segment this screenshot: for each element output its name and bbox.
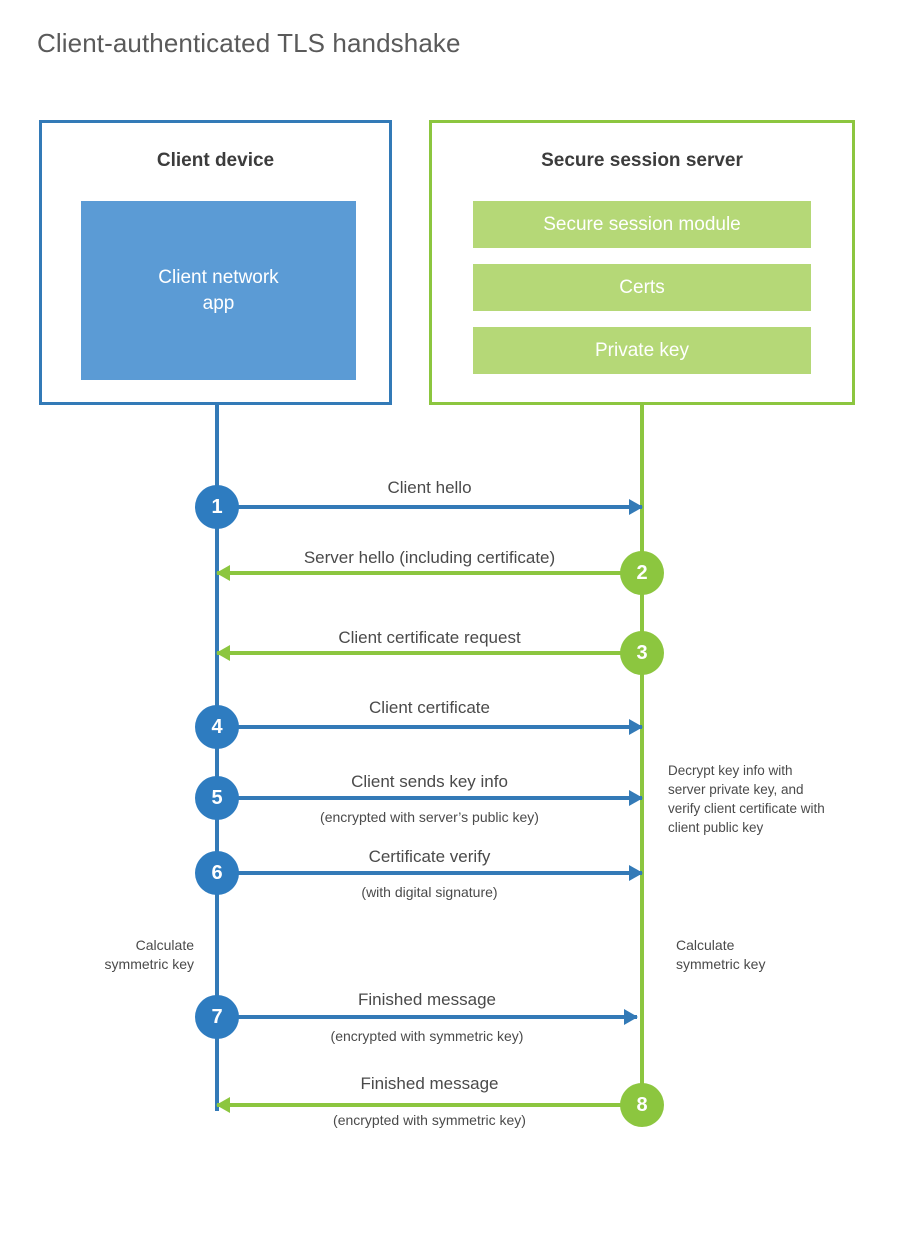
message-sublabel-6: (with digital signature) (361, 884, 498, 900)
arrowhead-left-icon (216, 565, 230, 581)
server-lifeline (640, 405, 644, 1105)
message-label-3: Client certificate request (338, 628, 521, 647)
step-circle-3[interactable]: 3 (620, 631, 664, 675)
client-calculate-symmetric-key-note: Calculate symmetric key (60, 936, 194, 974)
arrowhead-right-icon (629, 499, 643, 515)
client-network-app-block: Client network app (81, 201, 356, 380)
message-arrow-5 (217, 790, 643, 806)
message-label-7: Finished message (358, 990, 496, 1009)
arrowhead-left-icon (216, 645, 230, 661)
server-calc-note-line2: symmetric key (676, 955, 766, 972)
message-arrow-7 (217, 1009, 638, 1025)
message-arrow-1 (217, 499, 643, 515)
message-label-6: Certificate verify (368, 847, 491, 866)
message-arrow-3 (216, 645, 642, 661)
step-circle-7[interactable]: 7 (195, 995, 239, 1039)
server-bar-secure-session-module: Secure session module (473, 201, 811, 248)
message-sublabel-7: (encrypted with symmetric key) (330, 1028, 524, 1044)
message-label-2: Server hello (including certificate) (303, 548, 556, 567)
step-circle-6[interactable]: 6 (195, 851, 239, 895)
server-calc-note-line1: Calculate (676, 937, 735, 953)
message-arrow-8 (216, 1097, 642, 1113)
client-lifeline (215, 405, 219, 1111)
client-device-title: Client device (156, 150, 275, 171)
client-app-label-line2: app (202, 292, 235, 314)
step-circle-4[interactable]: 4 (195, 705, 239, 749)
arrowhead-right-icon (629, 865, 643, 881)
secure-session-server-box: Secure session server Secure session mod… (429, 120, 855, 405)
message-label-8: Finished message (360, 1074, 499, 1093)
step-circle-8[interactable]: 8 (620, 1083, 664, 1127)
server-decrypt-note: Decrypt key info with server private key… (668, 763, 825, 836)
message-arrow-4 (217, 719, 643, 735)
server-bar-certs: Certs (473, 264, 811, 311)
server-bar-private-key: Private key (473, 327, 811, 374)
step-circle-2[interactable]: 2 (620, 551, 664, 595)
message-sublabel-5: (encrypted with server’s public key) (320, 809, 539, 825)
step-circle-5[interactable]: 5 (195, 776, 239, 820)
message-sublabel-8: (encrypted with symmetric key) (333, 1112, 526, 1128)
arrowhead-right-icon (624, 1009, 638, 1025)
arrowhead-right-icon (629, 719, 643, 735)
message-label-5: Client sends key info (351, 772, 508, 791)
message-arrow-2 (216, 565, 642, 581)
message-label-1: Client hello (387, 478, 472, 497)
page-title: Client-authenticated TLS handshake (37, 28, 461, 58)
message-arrow-6 (217, 865, 643, 881)
client-calc-note-line2: symmetric key (104, 955, 194, 972)
message-label-4: Client certificate (369, 698, 490, 717)
client-calc-note-line1: Calculate (135, 937, 194, 953)
server-calculate-symmetric-key-note: Calculate symmetric key (676, 936, 836, 974)
arrowhead-right-icon (629, 790, 643, 806)
step-circle-1[interactable]: 1 (195, 485, 239, 529)
secure-session-server-title: Secure session server (541, 150, 743, 171)
arrowhead-left-icon (216, 1097, 230, 1113)
client-device-box: Client device Client network app (39, 120, 392, 405)
client-app-label-line1: Client network (158, 266, 279, 288)
